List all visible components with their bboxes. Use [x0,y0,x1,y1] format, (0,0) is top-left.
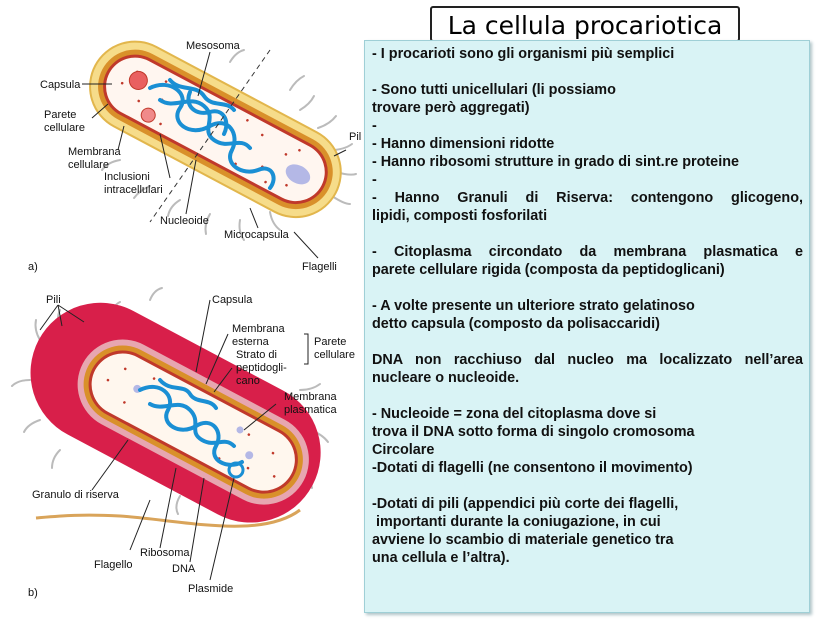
text-line: - Citoplasma circondato da membrana plas… [372,244,803,260]
label-pili-a: Pili [349,131,362,143]
label-membrana-esterna-2: esterna [232,336,270,348]
label-capsula-a: Capsula [40,79,81,91]
text-line: trova il DNA sotto forma di singolo crom… [372,424,695,440]
label-membrana-a-2: cellulare [68,159,109,171]
label-membrana-esterna-1: Membrana [232,323,285,335]
label-ribosoma: Ribosoma [140,547,190,559]
text-line: -Dotati di flagelli (ne consentono il mo… [372,460,693,476]
text-line: - A volte presente un ulteriore strato g… [372,298,695,314]
label-strato-3: cano [236,375,260,387]
text-line: - [372,118,377,134]
label-plasmide: Plasmide [188,583,233,595]
text-line: avviene lo scambio di materiale genetico… [372,532,674,548]
text-line: - Hanno Granuli di Riserva: contengono g… [372,190,803,206]
text-line: importanti durante la coniugazione, in c… [372,514,661,530]
text-line: Circolare [372,442,435,458]
label-parete-a-1: Parete [44,109,76,121]
text-panel: - I procarioti sono gli organismi più se… [364,40,810,613]
label-capsula-b: Capsula [212,294,253,306]
text-line: - [372,172,377,188]
label-inclusioni-1: Inclusioni [104,171,150,183]
text-line: - I procarioti sono gli organismi più se… [372,46,675,62]
label-nucleoide: Nucleoide [160,215,209,227]
text-line: una cellula e l’altra). [372,550,510,566]
label-membrana-plasmatica-2: plasmatica [284,404,337,416]
label-dna: DNA [172,563,196,575]
label-strato-1: Strato di [236,349,277,361]
label-microcapsula: Microcapsula [224,229,290,241]
text-line: - Nucleoide = zona del citoplasma dove s… [372,406,657,422]
text-line: DNA non racchiuso dal nucleo ma localizz… [372,352,803,368]
label-membrana-a-1: Membrana [68,146,121,158]
text-line: nucleare o nucleoide. [372,370,520,386]
text-line: -Dotati di pili (appendici più corte dei… [372,496,679,512]
text-line: - Hanno dimensioni ridotte [372,136,555,152]
label-parete-b-1: Parete [314,336,346,348]
text-line: - Sono tutti unicellulari (li possiamo [372,82,616,98]
panel-label-b: b) [28,587,38,599]
label-parete-a-2: cellulare [44,122,85,134]
label-strato-2: peptidogli- [236,362,287,374]
label-membrana-plasmatica-1: Membrana [284,391,337,403]
page-title: La cellula procariotica [430,6,740,42]
text-line: lipidi, composti fosforilati [372,208,548,224]
label-flagello: Flagello [94,559,133,571]
text-line: detto capsula (composto da polisaccaridi… [372,316,660,332]
text-line: parete cellulare rigida (composta da pep… [372,262,725,278]
label-granulo: Granulo di riserva [32,489,120,501]
bacterium-b: Pili Capsula Membrana esterna Strato di … [11,287,355,599]
text-line: - Hanno ribosomi strutture in grado di s… [372,154,739,170]
label-mesosoma: Mesosoma [186,40,241,52]
label-flagelli: Flagelli [302,261,337,273]
label-inclusioni-2: intracellulari [104,184,163,196]
label-parete-b-2: cellulare [314,349,355,361]
panel-label-a: a) [28,261,38,273]
bacterium-a: Mesosoma Capsula Parete cellulare Membra… [28,40,362,273]
label-pili-b: Pili [46,294,61,306]
text-line: trovare però aggregati) [372,100,530,116]
bacteria-illustration: Mesosoma Capsula Parete cellulare Membra… [11,40,362,599]
